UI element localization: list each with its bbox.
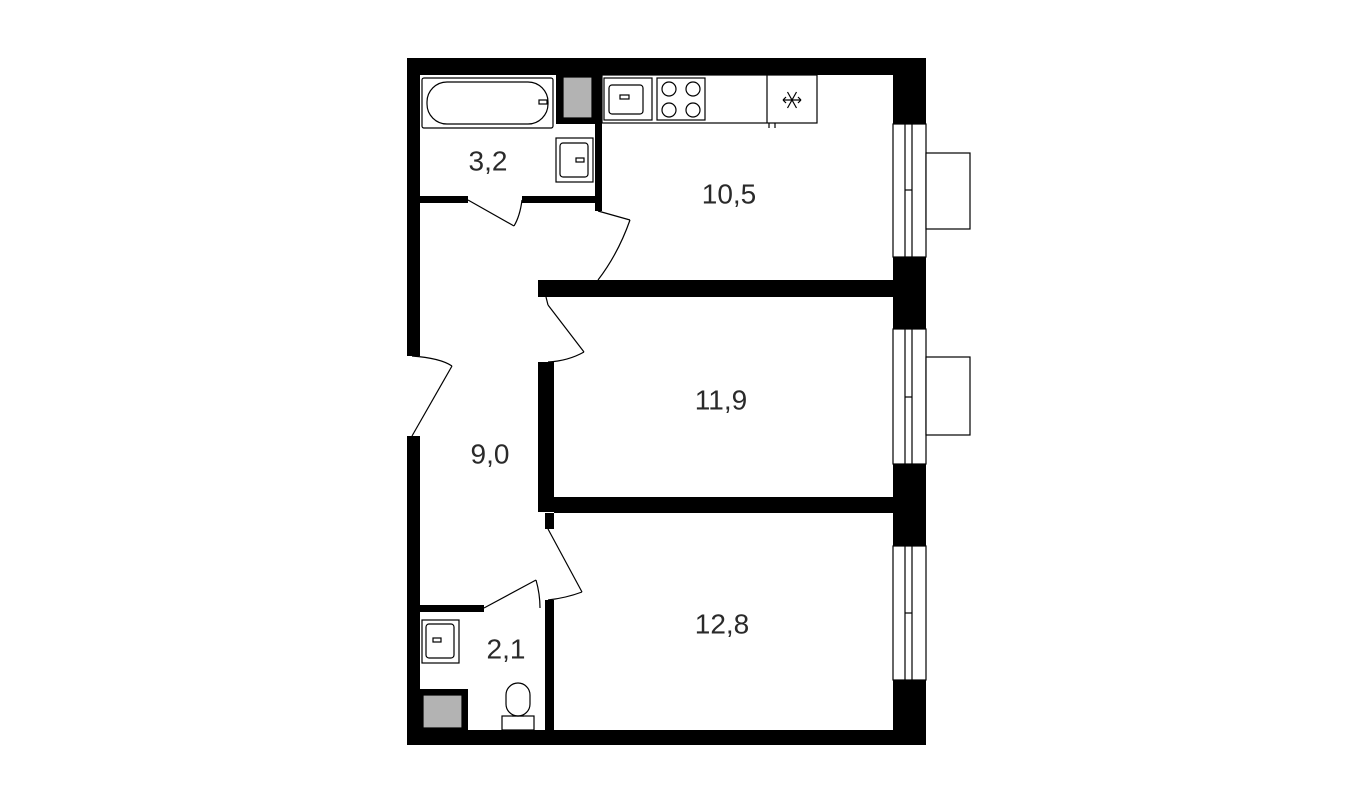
toilet-sink-icon xyxy=(421,619,460,664)
wall-bedroom2-left-stub xyxy=(545,513,554,529)
window-kitchen xyxy=(892,123,971,258)
wall-left-upper xyxy=(407,58,420,356)
bathtub-icon xyxy=(421,77,554,129)
wall-right-1 xyxy=(893,58,926,124)
kitchen-door xyxy=(597,210,631,281)
wall-bedroom1-left xyxy=(538,362,554,512)
fridge-snowflake-icon xyxy=(766,75,802,128)
stove-icon xyxy=(656,77,706,121)
area-toilet: 2,1 xyxy=(487,633,526,664)
area-kitchen: 10,5 xyxy=(702,178,757,209)
wall-bath-bottom-right xyxy=(522,196,602,203)
sink-icon xyxy=(555,137,594,183)
wall-bedroom2-left xyxy=(545,600,554,730)
area-bathroom: 3,2 xyxy=(469,145,508,176)
area-hallway: 9,0 xyxy=(471,438,510,469)
bedroom1-door xyxy=(545,296,585,363)
area-bedroom-1: 11,9 xyxy=(695,384,747,415)
doors xyxy=(411,199,631,609)
wall-left-lower xyxy=(407,436,420,745)
wall-top xyxy=(407,58,926,75)
bathroom-door xyxy=(467,199,523,227)
area-bedroom-2: 12,8 xyxy=(695,608,750,639)
balcony-kitchen xyxy=(925,152,971,230)
bedroom2-door xyxy=(547,528,583,601)
wall-toilet-top xyxy=(420,605,484,612)
kitchen-counter xyxy=(601,74,818,128)
wall-right-2 xyxy=(893,257,926,329)
wall-right-3 xyxy=(893,464,926,546)
ventilation-shaft-bath xyxy=(562,76,593,119)
wall-bedroom1-bedroom2 xyxy=(554,497,893,513)
wall-bath-bottom-left xyxy=(420,196,468,203)
toilet-icon xyxy=(501,682,535,731)
wall-bath-kitchen xyxy=(595,75,602,211)
outer-walls xyxy=(407,58,926,745)
toilet-door xyxy=(483,579,541,609)
wall-kitchen-bedroom1 xyxy=(538,280,893,297)
wall-right-4 xyxy=(893,680,926,745)
windows xyxy=(892,123,971,681)
ventilation-shaft-toilet xyxy=(422,694,463,729)
area-labels: 3,2 10,5 11,9 9,0 2,1 12,8 xyxy=(469,145,757,664)
entrance-door xyxy=(411,355,453,437)
window-bedroom1 xyxy=(892,328,971,465)
window-bedroom2 xyxy=(892,545,927,681)
kitchen-sink-icon xyxy=(603,77,653,121)
wall-bottom xyxy=(407,730,926,745)
balcony-bedroom1 xyxy=(925,356,971,436)
